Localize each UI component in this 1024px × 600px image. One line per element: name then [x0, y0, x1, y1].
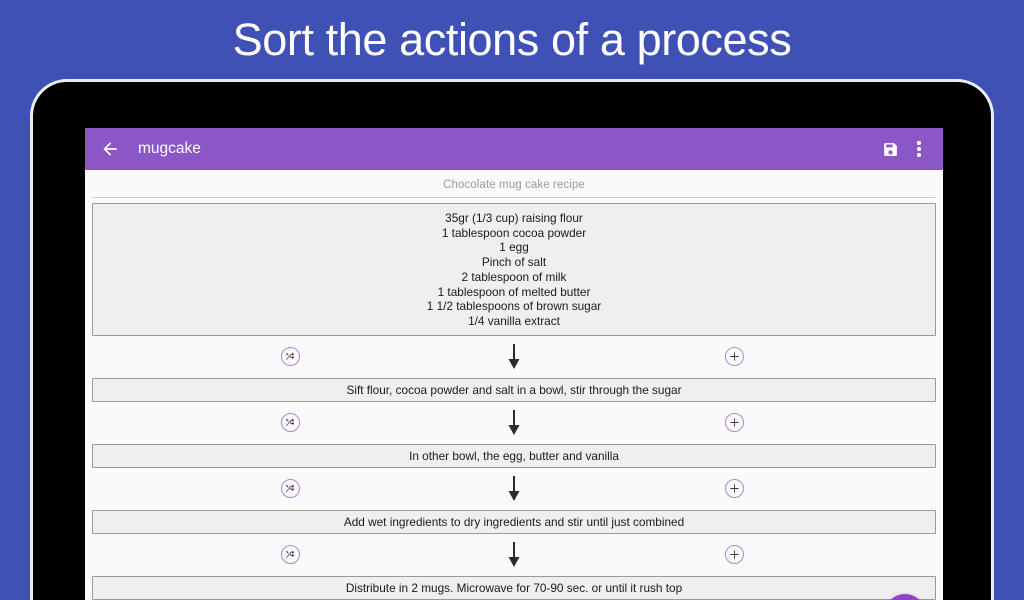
plus-circle-icon[interactable]: [725, 347, 744, 367]
ingredient-line: 1 tablespoon of melted butter: [437, 284, 591, 299]
promo-headline: Sort the actions of a process: [232, 14, 792, 65]
step-connector: [91, 468, 937, 510]
overflow-dot: [917, 147, 921, 151]
step-row[interactable]: Distribute in 2 mugs. Microwave for 70-9…: [92, 575, 936, 600]
step-text: Add wet ingredients to dry ingredients a…: [343, 514, 685, 529]
step-row[interactable]: Add wet ingredients to dry ingredients a…: [92, 509, 936, 534]
app-toolbar: mugcake: [85, 128, 943, 170]
ingredient-line: 35gr (1/3 cup) raising flour: [445, 211, 583, 225]
step-text: In other bowl, the egg, butter and vanil…: [409, 448, 619, 463]
arrow-down-icon: [506, 541, 522, 569]
shuffle-icon[interactable]: [281, 347, 300, 367]
ingredients-panel[interactable]: 35gr (1/3 cup) raising flour 1 tablespoo…: [92, 203, 936, 336]
ingredient-line: 1 tablespoon cocoa powder: [441, 225, 587, 240]
title-divider: [93, 197, 935, 199]
back-arrow-icon[interactable]: [95, 134, 125, 164]
ingredient-line: 1 1/2 tablespoons of brown sugar: [426, 299, 602, 314]
arrow-down-icon: [506, 475, 522, 503]
overflow-dot: [917, 141, 921, 145]
shuffle-icon[interactable]: [281, 413, 300, 433]
ingredient-line: 2 tablespoon of milk: [461, 269, 567, 284]
save-floppy-icon[interactable]: [876, 134, 904, 164]
ingredient-line: 1 egg: [499, 240, 529, 255]
plus-circle-icon[interactable]: [725, 413, 744, 433]
recipe-content: Chocolate mug cake recipe 35gr (1/3 cup)…: [85, 170, 943, 600]
step-text: Sift flour, cocoa powder and salt in a b…: [346, 382, 682, 397]
plus-circle-icon[interactable]: [725, 545, 744, 565]
step-connector: [91, 336, 937, 378]
step-row[interactable]: Sift flour, cocoa powder and salt in a b…: [92, 377, 936, 402]
shuffle-icon[interactable]: [281, 545, 300, 565]
ingredient-line: 1/4 vanilla extract: [468, 313, 560, 328]
ingredient-line: Pinch of salt: [481, 255, 547, 270]
toolbar-title: mugcake: [138, 140, 201, 157]
step-text: Distribute in 2 mugs. Microwave for 70-9…: [345, 580, 683, 595]
plus-circle-icon[interactable]: [725, 479, 744, 499]
tablet-device-frame: mugcake Chocolate mug cake recipe 35gr (…: [33, 82, 991, 600]
step-connector: [91, 402, 937, 444]
arrow-down-icon: [506, 409, 522, 437]
recipe-title: Chocolate mug cake recipe: [443, 179, 585, 191]
overflow-dot: [917, 153, 921, 157]
step-connector: [91, 534, 937, 576]
more-vertical-icon[interactable]: [908, 134, 930, 164]
edit-fab-button[interactable]: [884, 594, 926, 600]
arrow-down-icon: [506, 343, 522, 371]
shuffle-icon[interactable]: [281, 479, 300, 499]
device-screen: mugcake Chocolate mug cake recipe 35gr (…: [85, 128, 943, 600]
step-row[interactable]: In other bowl, the egg, butter and vanil…: [92, 443, 936, 468]
